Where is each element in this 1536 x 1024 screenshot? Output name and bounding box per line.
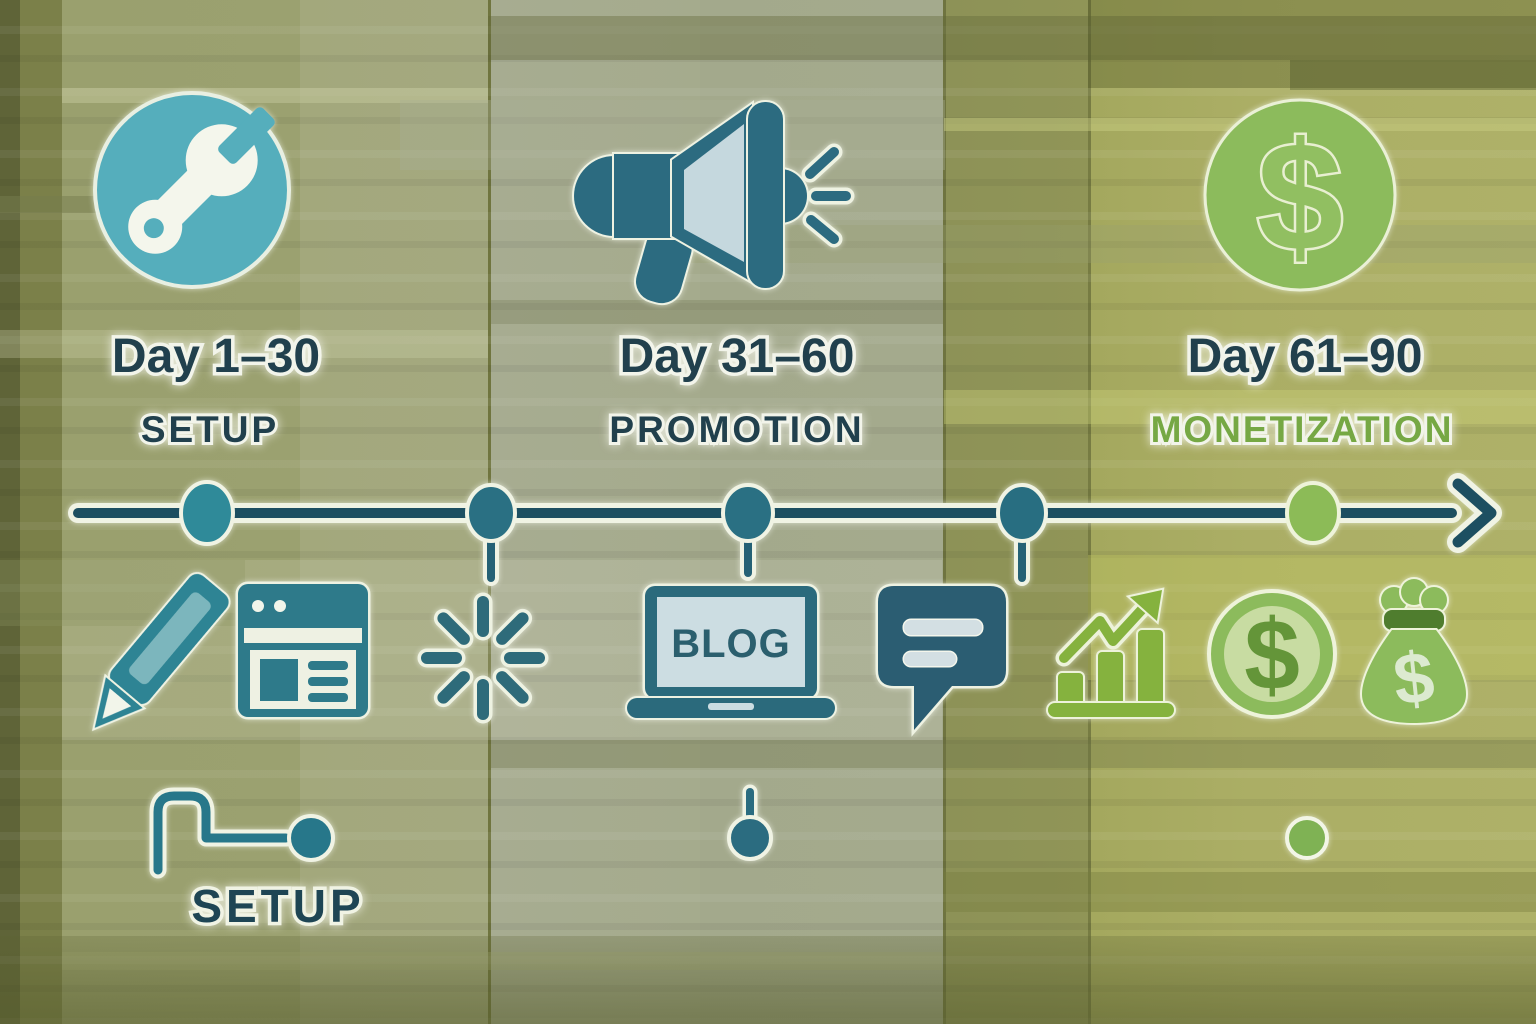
chat-bubble-icon	[875, 583, 1009, 737]
footer-setup-label: SETUP	[191, 880, 364, 932]
sound-wave-lines	[805, 147, 851, 244]
timeline-dot-3	[721, 483, 775, 543]
timeline-dot-2	[465, 483, 517, 543]
phase-2-range: Day 31–60	[620, 330, 855, 383]
phase-2-label: PROMOTION	[609, 409, 864, 450]
timeline-dot-4	[996, 483, 1048, 543]
phase-3-range: Day 61–90	[1188, 330, 1423, 383]
dollar-icon: $	[1203, 98, 1397, 292]
timeline-dot-5	[1285, 481, 1341, 545]
floating-dot	[727, 784, 773, 861]
spinner-icon	[417, 592, 549, 724]
phase-1-label: SETUP	[141, 409, 279, 450]
blog-laptop-icon: BLOG	[625, 583, 837, 720]
laptop-screen-text: BLOG	[671, 622, 791, 666]
timeline-dot-1	[179, 480, 235, 546]
browser-icon	[235, 581, 371, 720]
phase-1-range: Day 1–30	[112, 330, 320, 383]
bag-dollar-glyph: $	[1390, 637, 1438, 721]
timeline	[68, 473, 1502, 586]
pencil-icon	[91, 572, 231, 732]
phase-3-label: MONETIZATION	[1151, 409, 1454, 450]
green-dot	[1285, 816, 1329, 860]
wrench-icon	[93, 91, 291, 289]
connector-icon	[149, 787, 335, 879]
dollar-glyph: $	[1257, 110, 1343, 283]
growth-chart-icon	[1046, 587, 1176, 719]
timeline-arrow-icon	[1452, 478, 1497, 548]
coin-dollar-glyph: $	[1244, 599, 1300, 711]
money-bag-icon: $	[1359, 577, 1469, 726]
megaphone-icon	[572, 100, 855, 306]
coin-icon: $	[1207, 589, 1337, 719]
